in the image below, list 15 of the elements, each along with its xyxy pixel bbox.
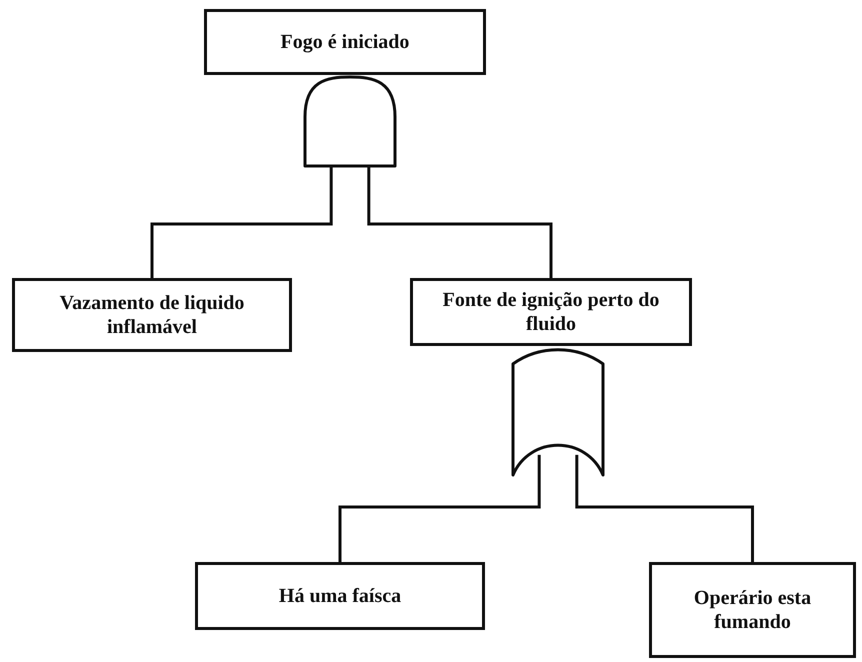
event-label: Vazamento de liquido inflamável [58, 291, 246, 339]
connector-line [367, 167, 552, 278]
and-gate [303, 75, 397, 168]
event-label: Fonte de ignição perto do fluido [442, 288, 660, 336]
event-label: Há uma faísca [278, 584, 402, 608]
event-label: Operário esta fumando [692, 586, 812, 634]
connector-line [338, 454, 541, 562]
event-box [410, 278, 692, 346]
event-label: Fogo é iniciado [280, 30, 410, 54]
event-box [195, 562, 485, 630]
connector-line [575, 454, 754, 562]
event-box [649, 562, 856, 658]
or-gate [511, 347, 605, 477]
event-box [12, 278, 292, 352]
connector-line [150, 167, 333, 278]
